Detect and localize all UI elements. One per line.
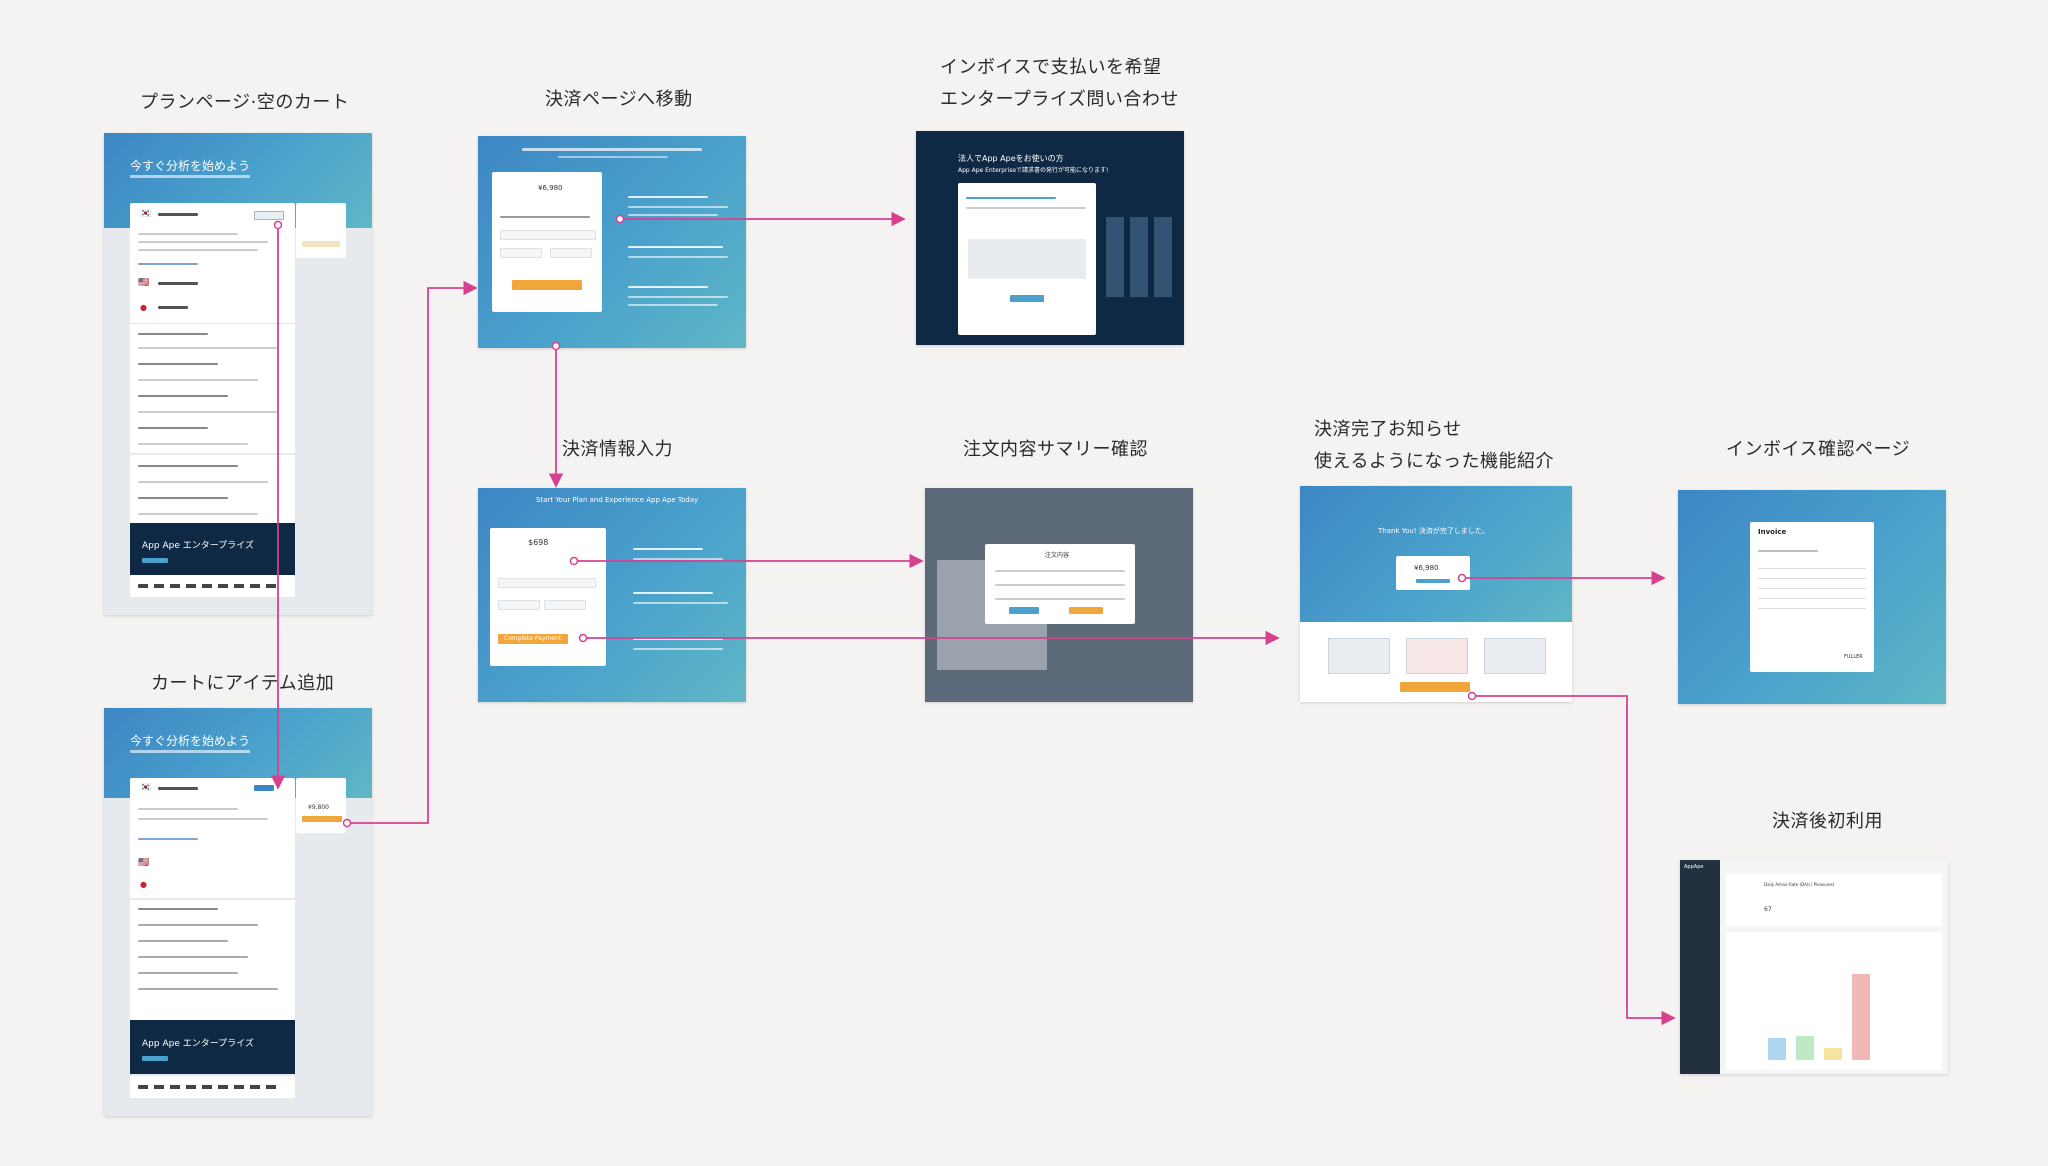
dashboard-bar-2: [1796, 1036, 1814, 1060]
done-price: ¥6,980: [1414, 564, 1439, 572]
invoice-page-screenshot[interactable]: Invoice FULLER: [1678, 490, 1946, 704]
plan-enterprise-title: App Ape エンタープライズ: [142, 541, 254, 551]
dashboard-bar-1: [1768, 1038, 1786, 1060]
step-label-payment-done-2: 使えるようになった機能紹介: [1314, 451, 1554, 472]
step-label-payment-done-1: 決済完了お知らせ: [1314, 419, 1462, 440]
payment-done-screenshot[interactable]: Thank You! 決済が完了しました。 ¥6,980: [1300, 486, 1572, 702]
enterprise-heading-2: App Ape Enterpriseで請求書の発行が可能になります!: [958, 167, 1109, 174]
enterprise-heading-1: 法人でApp Apeをお使いの方: [958, 154, 1064, 163]
dashboard-bar-3: [1824, 1048, 1842, 1060]
invoice-title: Invoice: [1758, 528, 1787, 536]
checkout-price: ¥6,980: [538, 184, 563, 192]
step-label-order-summary: 注文内容サマリー確認: [963, 439, 1148, 460]
enterprise-inquiry-screenshot[interactable]: 法人でApp Apeをお使いの方 App Ape Enterpriseで請求書の…: [916, 131, 1184, 345]
complete-payment-button[interactable]: Complete Payment: [504, 635, 562, 642]
payment-heading: Start Your Plan and Experience App Ape T…: [536, 496, 699, 504]
checkout-page-screenshot[interactable]: ¥6,980: [478, 136, 746, 348]
plan-page-screenshot[interactable]: 今すぐ分析を始めよう 🇰🇷 🇺🇸 ● App Ape エンタープライズ: [104, 133, 372, 615]
cart-page-screenshot[interactable]: 今すぐ分析を始めよう 🇰🇷 🇺🇸 ● App Ape エンタープライズ ¥9,8…: [104, 708, 372, 1116]
payment-page-screenshot[interactable]: Start Your Plan and Experience App Ape T…: [478, 488, 746, 702]
arrow-done-to-dashboard: [1472, 695, 1676, 1026]
dashboard-chart-title: Daily Active Rate (DAU / Pleasures): [1764, 882, 1835, 887]
dashboard-brand: AppApe: [1684, 864, 1704, 870]
invoice-brand: FULLER: [1844, 654, 1863, 660]
dashboard-screenshot[interactable]: AppApe Daily Active Rate (DAU / Pleasure…: [1680, 860, 1948, 1074]
step-label-invoice-request-2: エンタープライズ問い合わせ: [940, 89, 1179, 110]
plan-hero-title: 今すぐ分析を始めよう: [130, 159, 251, 173]
step-label-first-use: 決済後初利用: [1772, 811, 1883, 832]
cart-enterprise-title: App Ape エンタープライズ: [142, 1039, 254, 1049]
cart-total: ¥9,800: [308, 804, 329, 811]
step-label-invoice-page: インボイス確認ページ: [1726, 439, 1911, 460]
order-summary-screenshot[interactable]: 注文内容: [925, 488, 1193, 702]
done-heading: Thank You! 決済が完了しました。: [1378, 527, 1489, 535]
step-label-enter-payment: 決済情報入力: [562, 439, 673, 460]
summary-modal-title: 注文内容: [1045, 552, 1070, 559]
step-label-add-to-cart: カートにアイテム追加: [151, 673, 335, 694]
dashboard-bar-4: [1852, 974, 1870, 1060]
step-label-plan-empty-cart: プランページ·空のカート: [140, 92, 350, 113]
cart-hero-title: 今すぐ分析を始めよう: [130, 734, 251, 748]
step-label-invoice-request-1: インボイスで支払いを希望: [940, 57, 1162, 78]
dashboard-value: 67: [1764, 906, 1772, 913]
payment-price: $698: [528, 538, 549, 547]
step-label-go-checkout: 決済ページへ移動: [545, 89, 693, 110]
